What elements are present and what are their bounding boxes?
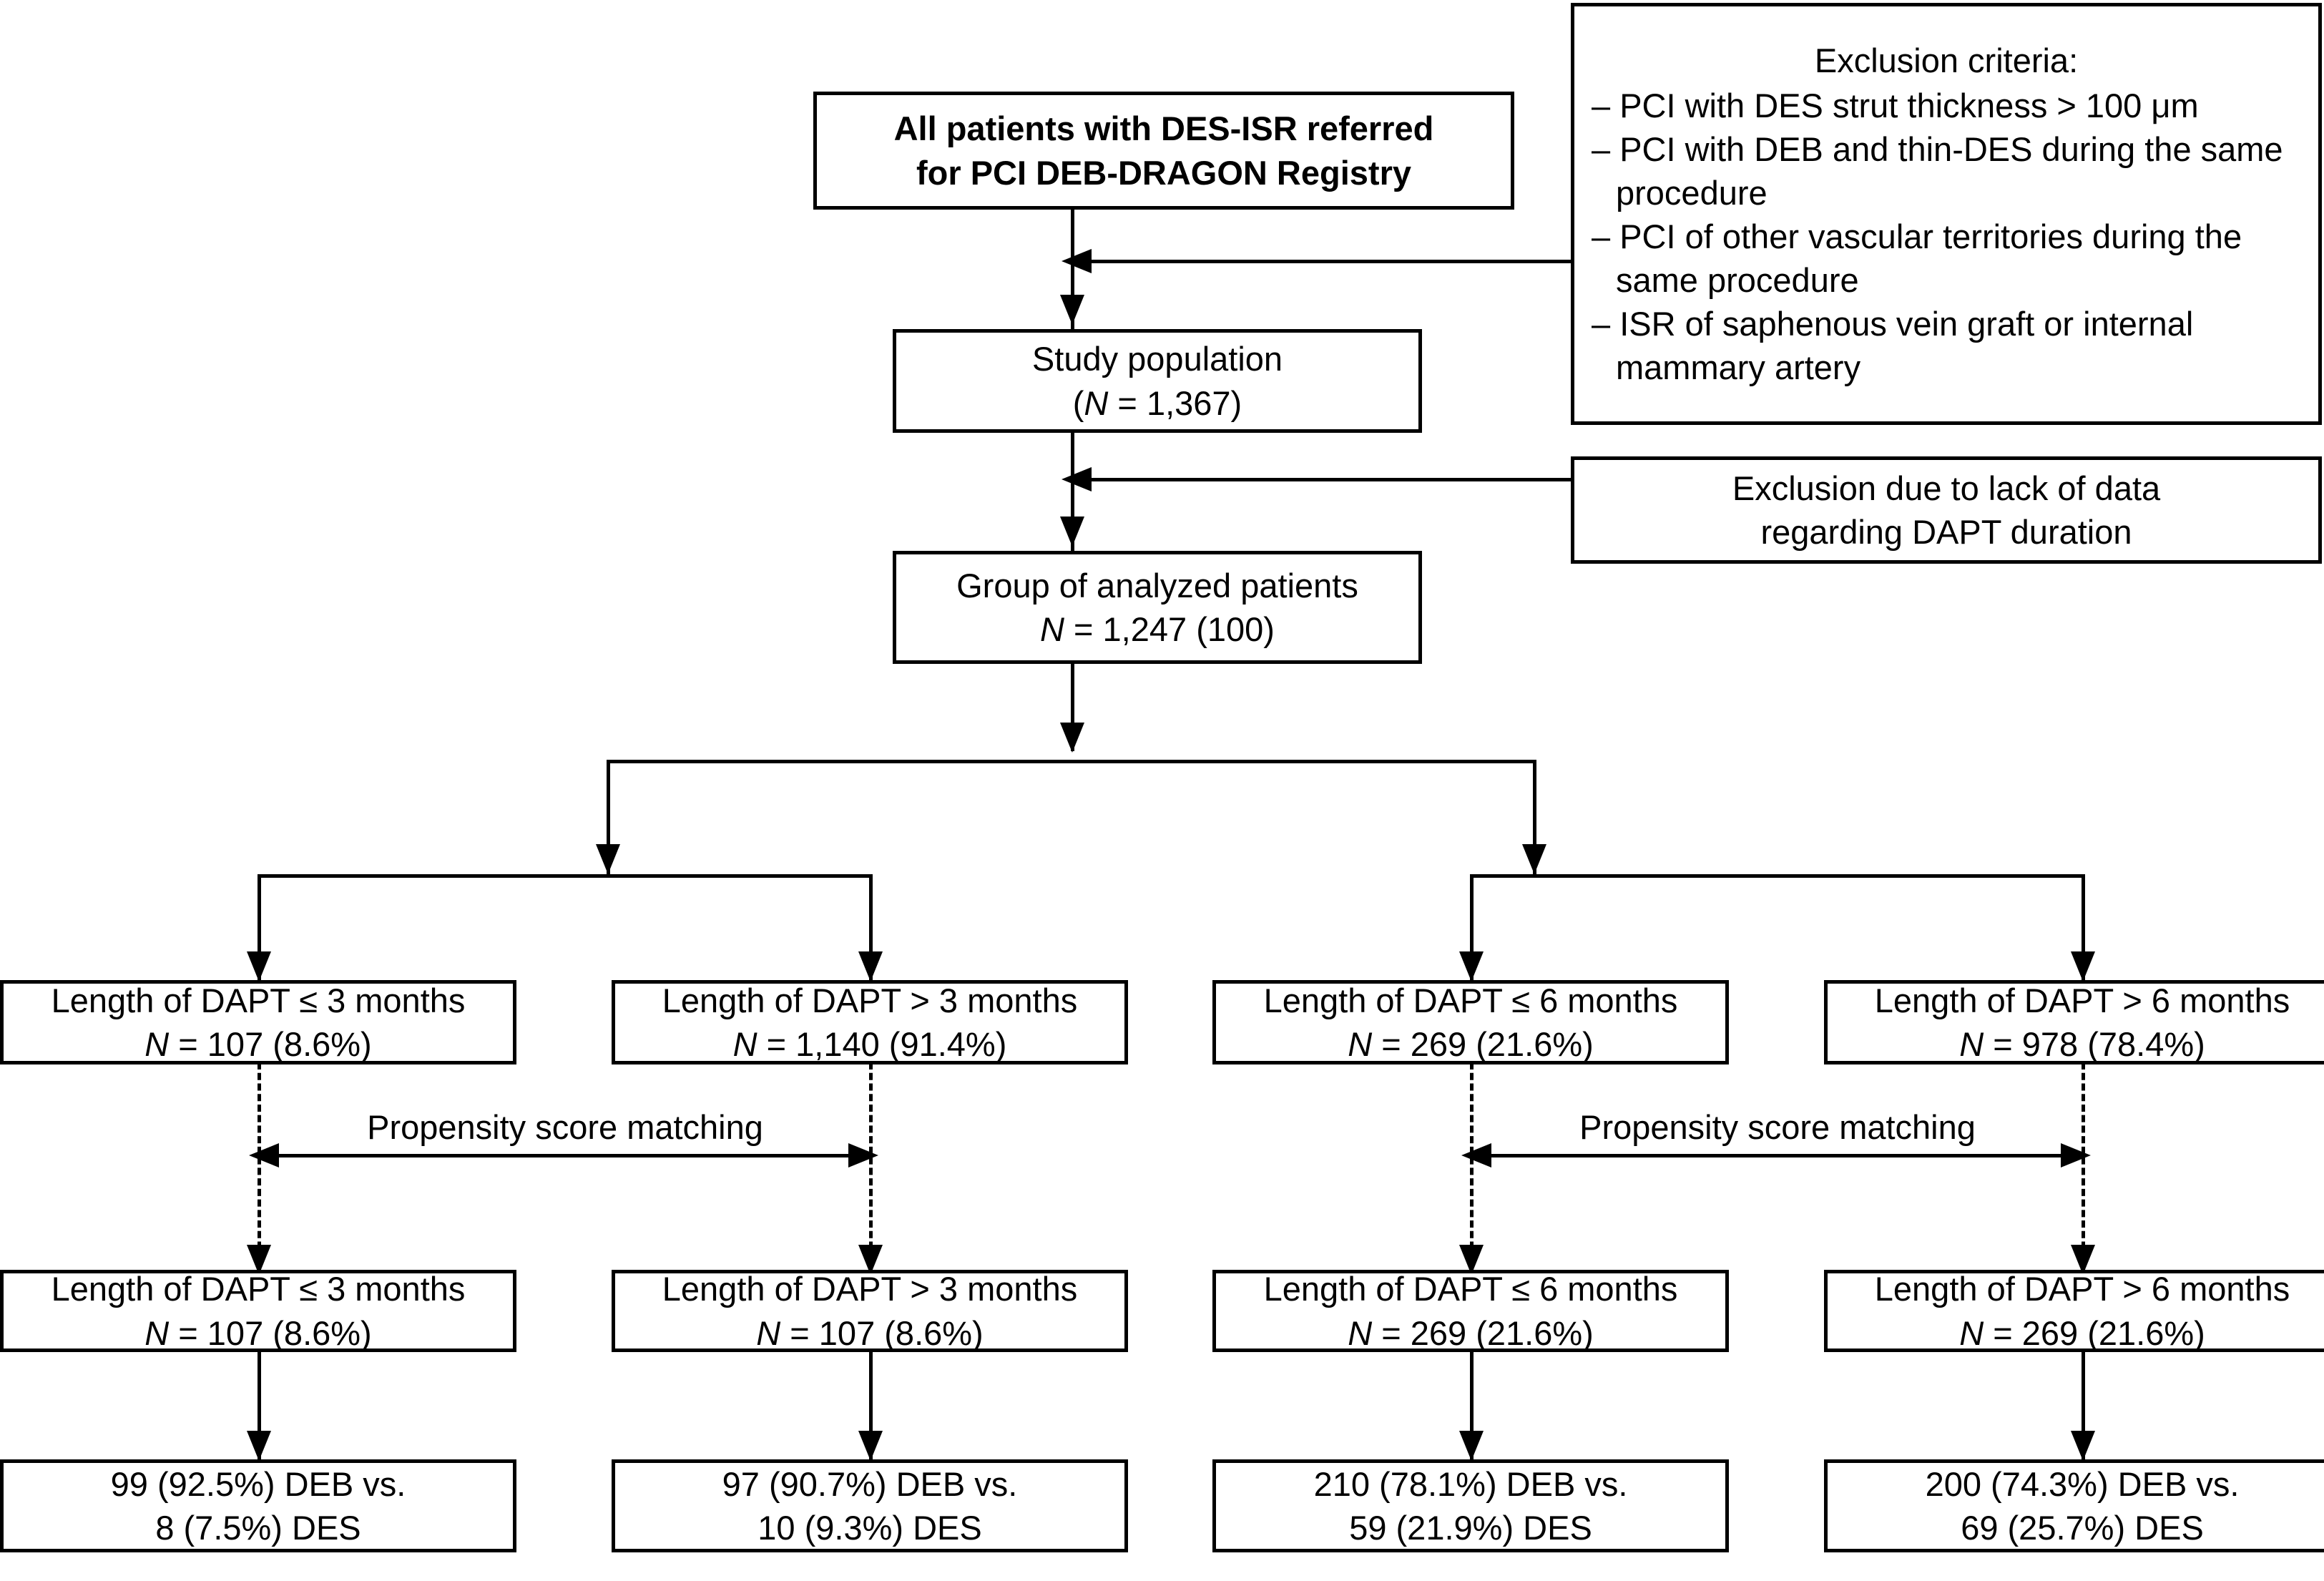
psm-arrowhead-right-end (2061, 1143, 2091, 1168)
matched-count-col2: N = 107 (8.6%) (756, 1313, 984, 1352)
exclusion-dapt-line-2: regarding DAPT duration (1760, 513, 2132, 551)
outcome-line-2-col4: 69 (25.7%) DES (1961, 1509, 2204, 1547)
connector-col1 (258, 874, 261, 982)
matched-label-col1: Length of DAPT ≤ 3 months (51, 1270, 466, 1308)
psm-label-right: Propensity score matching (1563, 1107, 1992, 1147)
psm-arrowhead-left-start (249, 1143, 279, 1168)
matched-count-col3: N = 269 (21.6%) (1348, 1313, 1594, 1352)
connector-outcome-col3 (1470, 1348, 1474, 1463)
psm-arrowhead-right-start (1461, 1143, 1491, 1168)
unmatched-label-col3: Length of DAPT ≤ 6 months (1263, 981, 1678, 1019)
psm-arrow-line-left (279, 1154, 851, 1157)
node-exclusion-dapt: Exclusion due to lack of data regarding … (1571, 456, 2322, 564)
connector-left-group (607, 760, 610, 874)
arrowhead-study-population (1060, 295, 1084, 325)
node-outcome-dapt-gt-6: 200 (74.3%) DEB vs. 69 (25.7%) DES (1824, 1459, 2324, 1552)
arrowhead-right-group (1522, 844, 1546, 874)
outcome-line-2-col2: 10 (9.3%) DES (757, 1509, 982, 1547)
node-exclusion-criteria: Exclusion criteria: – PCI with DES strut… (1571, 3, 2322, 425)
connector-outcome-col2 (869, 1348, 873, 1463)
exclusion-criteria-item-4: – ISR of saphenous vein graft or interna… (1592, 305, 2194, 387)
outcome-line-1-col4: 200 (74.3%) DEB vs. (1925, 1464, 2240, 1503)
unmatched-count-col4: N = 978 (78.4%) (1959, 1025, 2205, 1063)
node-study-population: Study population (N = 1,367) (893, 329, 1422, 433)
exclusion-criteria-title: Exclusion criteria: (1814, 41, 2079, 79)
node-unmatched-dapt-gt-3: Length of DAPT > 3 months N = 1,140 (91.… (612, 980, 1128, 1064)
analyzed-group-count: N = 1,247 (100) (1040, 610, 1275, 648)
connector-outcome-col1 (258, 1348, 261, 1463)
analyzed-group-label: Group of analyzed patients (956, 566, 1358, 604)
arrowhead-left-group (596, 844, 620, 874)
psm-arrow-line-right (1491, 1154, 2064, 1157)
matched-label-col2: Length of DAPT > 3 months (662, 1270, 1078, 1308)
study-population-count: (N = 1,367) (1072, 383, 1242, 422)
exclusion-dapt-line-1: Exclusion due to lack of data (1732, 469, 2161, 507)
node-unmatched-dapt-gt-6: Length of DAPT > 6 months N = 978 (78.4%… (1824, 980, 2324, 1064)
matched-label-col3: Length of DAPT ≤ 6 months (1263, 1270, 1678, 1308)
exclusion-criteria-item-1: – PCI with DES strut thickness > 100 μm (1592, 86, 2199, 124)
arrowhead-exclusion-dapt (1062, 467, 1092, 491)
split-bar-right-group (1470, 874, 2085, 878)
connector-col2 (869, 874, 873, 982)
split-bar-primary (607, 760, 1536, 763)
node-outcome-dapt-gt-3: 97 (90.7%) DEB vs. 10 (9.3%) DES (612, 1459, 1128, 1552)
psm-arrowhead-left-end (848, 1143, 878, 1168)
outcome-line-2-col3: 59 (21.9%) DES (1349, 1509, 1592, 1547)
arrowhead-col3 (1459, 951, 1484, 982)
arrowhead-outcome-col1 (247, 1431, 271, 1461)
arrowhead-outcome-col4 (2071, 1431, 2095, 1461)
enrollment-line-2: for PCI DEB-DRAGON Registry (916, 153, 1411, 192)
node-matched-dapt-gt-6: Length of DAPT > 6 months N = 269 (21.6%… (1824, 1270, 2324, 1352)
exclusion-criteria-item-3: – PCI of other vascular territories duri… (1592, 217, 2242, 300)
node-matched-dapt-gt-3: Length of DAPT > 3 months N = 107 (8.6%) (612, 1270, 1128, 1352)
connector-exclusion-criteria (1080, 260, 1622, 263)
node-outcome-dapt-le-6: 210 (78.1%) DEB vs. 59 (21.9%) DES (1212, 1459, 1729, 1552)
matched-label-col4: Length of DAPT > 6 months (1874, 1270, 2290, 1308)
unmatched-count-col3: N = 269 (21.6%) (1348, 1025, 1594, 1063)
connector-col3 (1470, 874, 1474, 982)
connector-analyzed-trunk (1071, 664, 1074, 751)
node-matched-dapt-le-3: Length of DAPT ≤ 3 months N = 107 (8.6%) (0, 1270, 516, 1352)
arrowhead-outcome-col3 (1459, 1431, 1484, 1461)
connector-exclusion-dapt (1080, 478, 1579, 481)
arrowhead-exclusion-criteria (1062, 249, 1092, 273)
connector-col4 (2082, 874, 2085, 982)
node-outcome-dapt-le-3: 99 (92.5%) DEB vs. 8 (7.5%) DES (0, 1459, 516, 1552)
arrowhead-trunk (1060, 723, 1084, 753)
arrowhead-col1 (247, 951, 271, 982)
exclusion-criteria-item-2: – PCI with DEB and thin-DES during the s… (1592, 129, 2283, 212)
node-enrollment: All patients with DES-ISR referred for P… (813, 92, 1514, 210)
unmatched-label-col4: Length of DAPT > 6 months (1874, 981, 2290, 1019)
node-analyzed-group: Group of analyzed patients N = 1,247 (10… (893, 551, 1422, 664)
enrollment-line-1: All patients with DES-ISR referred (893, 109, 1434, 148)
matched-count-col1: N = 107 (8.6%) (144, 1313, 372, 1352)
unmatched-count-col1: N = 107 (8.6%) (144, 1025, 372, 1063)
arrowhead-analyzed-group (1060, 517, 1084, 547)
unmatched-label-col2: Length of DAPT > 3 months (662, 981, 1078, 1019)
node-unmatched-dapt-le-3: Length of DAPT ≤ 3 months N = 107 (8.6%) (0, 980, 516, 1064)
matched-count-col4: N = 269 (21.6%) (1959, 1313, 2205, 1352)
unmatched-label-col1: Length of DAPT ≤ 3 months (51, 981, 466, 1019)
outcome-line-2-col1: 8 (7.5%) DES (155, 1509, 361, 1547)
arrowhead-col2 (858, 951, 883, 982)
unmatched-count-col2: N = 1,140 (91.4%) (732, 1025, 1007, 1063)
psm-label-left: Propensity score matching (350, 1107, 780, 1147)
arrowhead-outcome-col2 (858, 1431, 883, 1461)
split-bar-left-group (258, 874, 873, 878)
outcome-line-1-col3: 210 (78.1%) DEB vs. (1313, 1464, 1628, 1503)
node-matched-dapt-le-6: Length of DAPT ≤ 6 months N = 269 (21.6%… (1212, 1270, 1729, 1352)
node-unmatched-dapt-le-6: Length of DAPT ≤ 6 months N = 269 (21.6%… (1212, 980, 1729, 1064)
connector-right-group (1533, 760, 1536, 874)
connector-outcome-col4 (2082, 1348, 2085, 1463)
outcome-line-1-col2: 97 (90.7%) DEB vs. (722, 1464, 1018, 1503)
study-population-label: Study population (1031, 340, 1283, 378)
arrowhead-col4 (2071, 951, 2095, 982)
outcome-line-1-col1: 99 (92.5%) DEB vs. (110, 1464, 406, 1503)
